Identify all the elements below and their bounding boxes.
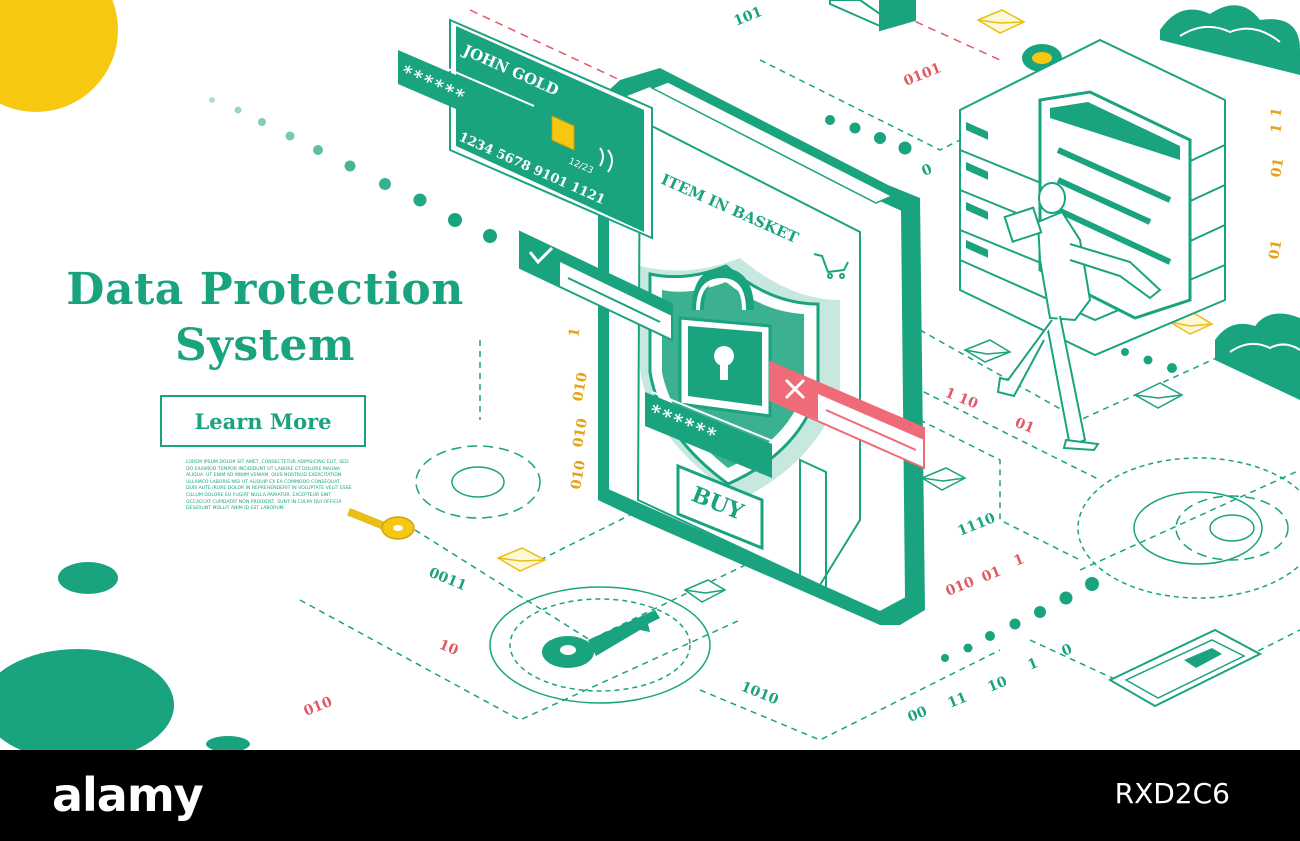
hero-title-line1: Data Protection bbox=[66, 264, 464, 315]
binary-code: 0101 bbox=[902, 60, 944, 89]
binary-code: 1 bbox=[566, 326, 583, 338]
dot-path bbox=[209, 97, 497, 243]
buy-button[interactable] bbox=[676, 463, 764, 551]
brand-logo: alamy bbox=[52, 768, 204, 822]
lock-icon bbox=[678, 267, 772, 418]
binary-code: 1 bbox=[1268, 106, 1285, 118]
isometric-artwork: ****** BUY ITEM IN BASKET JOHN GOLD 1234… bbox=[0, 0, 1300, 750]
green-blob-large bbox=[0, 649, 174, 750]
dot-path-top bbox=[825, 115, 912, 155]
binary-code: 1 bbox=[1026, 655, 1041, 673]
cloud-icon bbox=[1160, 5, 1300, 400]
key-icon bbox=[347, 508, 415, 540]
binary-code: 0011 bbox=[427, 565, 469, 594]
binary-code: 01 bbox=[980, 564, 1004, 586]
cloud-outline bbox=[1179, 25, 1300, 353]
green-blob-small bbox=[58, 562, 118, 594]
learn-more-button[interactable]: Learn More bbox=[160, 395, 366, 447]
key-icon bbox=[542, 610, 660, 668]
binary-code: 1110 bbox=[956, 510, 998, 540]
person-icon bbox=[996, 182, 1162, 452]
binary-code: 010 bbox=[570, 417, 591, 449]
dot-path-bottom bbox=[941, 577, 1099, 662]
pin-field bbox=[645, 391, 781, 478]
binary-code: 01 bbox=[1266, 239, 1285, 261]
laptop-icon bbox=[829, 0, 916, 32]
verification-panel bbox=[519, 230, 673, 342]
lorem-paragraph: Lorem ipsum dolor sit amet, consectetur … bbox=[186, 460, 352, 512]
watermark-bar: alamy RXD2C6 bbox=[0, 750, 1300, 841]
binary-code: 1 bbox=[1012, 551, 1027, 569]
gear-icon bbox=[415, 445, 541, 519]
dot-path-right bbox=[1121, 348, 1177, 373]
hero-title-line2: System bbox=[175, 320, 355, 371]
binary-code: 1 bbox=[1268, 122, 1285, 134]
binary-code: 010 bbox=[944, 574, 977, 600]
binary-code: 010 bbox=[302, 694, 335, 720]
green-blob-bottom bbox=[206, 736, 250, 750]
binary-code: 010 bbox=[568, 459, 589, 491]
binary-code: 00 bbox=[906, 703, 930, 725]
image-id: RXD2C6 bbox=[1114, 777, 1230, 810]
binary-code: 010 bbox=[570, 371, 591, 403]
binary-code: 0 bbox=[1060, 641, 1075, 660]
binary-code: 1 10 bbox=[943, 385, 981, 413]
hero-title: Data Protection System bbox=[0, 262, 530, 374]
yellow-circle bbox=[0, 0, 118, 112]
binary-code: 101 bbox=[732, 4, 765, 30]
binary-code: 01 bbox=[1013, 415, 1037, 437]
binary-code: 11 bbox=[946, 690, 970, 712]
close-icon bbox=[784, 378, 806, 400]
envelope-icon bbox=[683, 339, 1184, 603]
gear-icon bbox=[1175, 495, 1289, 561]
mobile-icon bbox=[1107, 628, 1263, 708]
key-target bbox=[489, 586, 711, 704]
gear-target bbox=[1077, 457, 1300, 599]
credit-card-icon bbox=[449, 18, 653, 240]
binary-code: 1010 bbox=[739, 679, 781, 709]
password-tag bbox=[398, 49, 535, 140]
illustration-canvas: ****** BUY ITEM IN BASKET JOHN GOLD 1234… bbox=[0, 0, 1300, 750]
binary-code: 10 bbox=[437, 637, 461, 659]
cart-icon bbox=[813, 253, 849, 279]
binary-code: 0 bbox=[920, 161, 935, 180]
binary-code: 01 bbox=[1268, 157, 1287, 179]
checkmark-icon bbox=[528, 246, 554, 265]
binary-code: 10 bbox=[986, 673, 1010, 695]
phone-top-edge bbox=[650, 81, 894, 204]
